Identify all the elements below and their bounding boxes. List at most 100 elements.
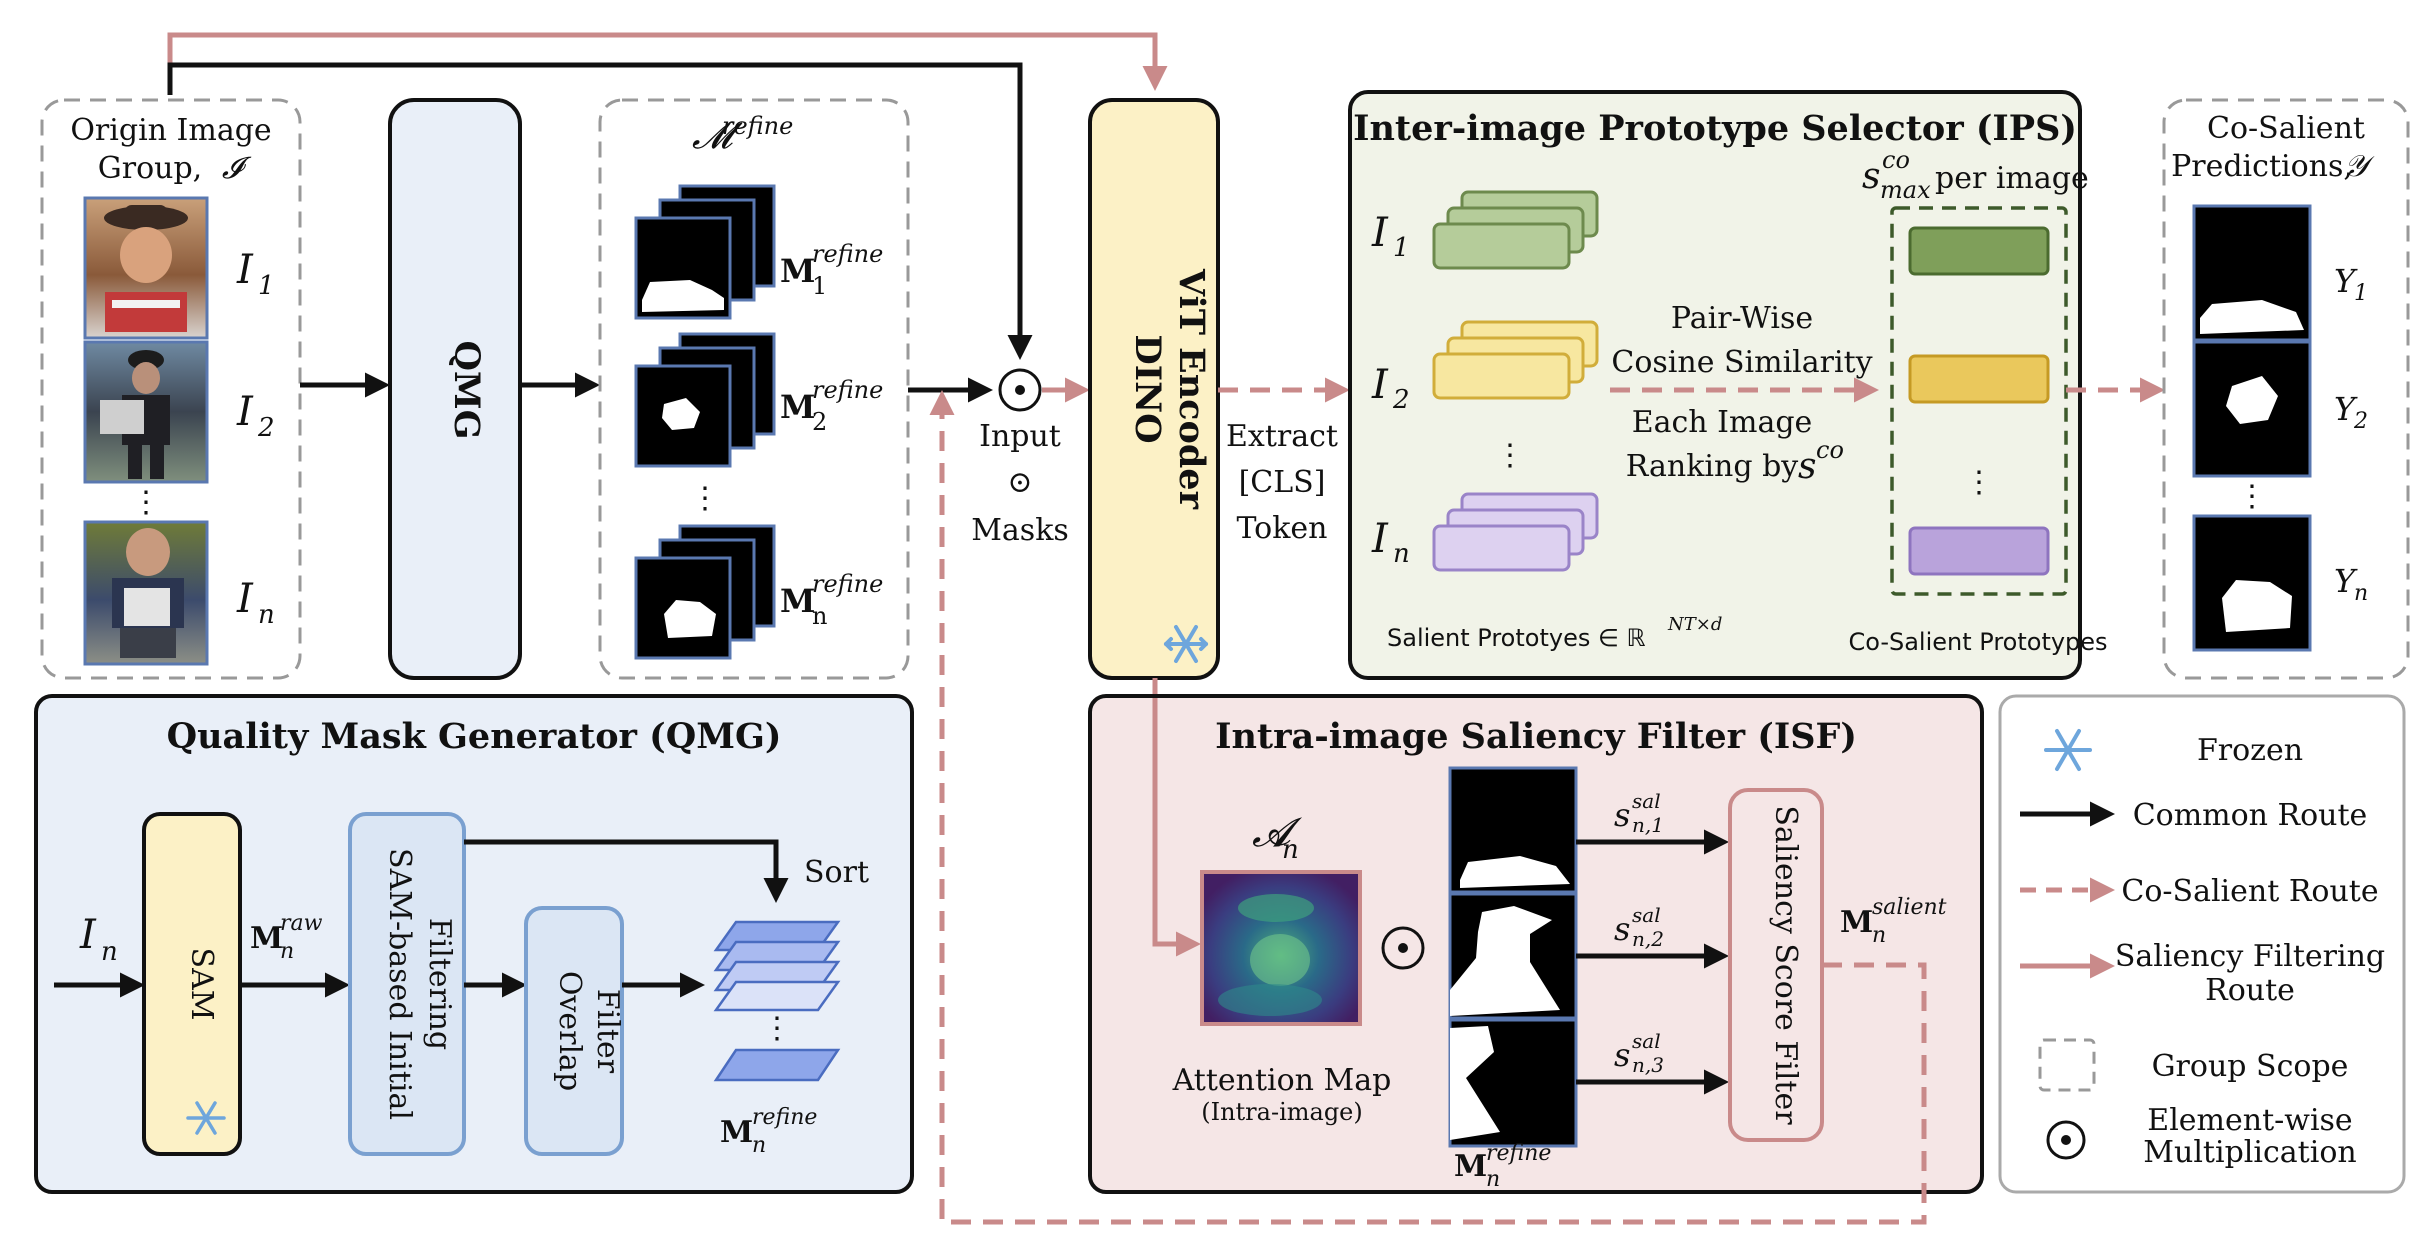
input-label: Input [979,419,1061,454]
svg-text:refine: refine [812,570,883,598]
refine-label-n: M refine n [780,570,883,630]
arrow-sort-route [464,839,789,903]
svg-text:Salient Prototyes ∈ ℝ: Salient Prototyes ∈ ℝ [1387,624,1646,652]
svg-text:n: n [1872,923,1886,948]
origin-label-1: I 1 [236,247,275,301]
svg-text:1: 1 [2354,281,2368,306]
svg-text:co: co [1882,146,1910,174]
salient-feedback-route [929,390,1927,1225]
svg-text:s: s [1614,1036,1630,1074]
svg-text:2: 2 [1392,385,1410,415]
svg-text:I: I [79,912,97,958]
svg-text:sal: sal [1632,789,1661,813]
sorted-mask-stack [713,920,841,1082]
qmg-output-label: M refine n [720,1105,817,1158]
isf-mask-2 [1448,892,1578,1020]
purple-prototype-stack [1432,492,1599,572]
svg-text:n: n [812,602,827,630]
svg-text:raw: raw [280,911,323,936]
svg-text:2: 2 [2353,409,2368,434]
prediction-mask-n [2192,514,2312,652]
svg-text:2: 2 [257,413,275,443]
sam-filter-line1: SAM-based Initial [382,848,417,1120]
prediction-label-n: Y n [2334,562,2368,606]
sam-snowflake-icon [186,1101,226,1135]
qmg-input-label: I n [79,912,118,967]
isf-mask-3 [1448,1018,1578,1148]
svg-text:Y: Y [2334,262,2358,300]
svg-text:M: M [1454,1149,1487,1184]
svg-text:I: I [1371,516,1389,562]
svg-text:M: M [1840,905,1873,940]
legend-frozen-icon [2044,729,2092,771]
mask-stack-1 [634,184,776,320]
svg-text:s: s [1862,156,1880,197]
legend-element-wise-line1: Element-wise [2147,1103,2352,1138]
extract-line2: [CLS] [1239,465,1326,500]
ranking-line2: Ranking by s co [1626,436,1844,487]
ips-label-2: I 2 [1371,362,1410,415]
origin-title-symbol: 𝓘 [222,151,252,186]
green-prototype-stack [1432,190,1599,270]
legend-saliency-route-line2: Route [2205,973,2295,1008]
isf-refine-label: M refine n [1454,1141,1551,1192]
svg-text:n: n [1486,1167,1500,1192]
sort-label: Sort [804,855,869,890]
smax-label: s co max per image [1862,146,2089,204]
salient-prototypes-label: Salient Prototyes ∈ ℝ NT×d [1387,614,1722,652]
legend-group-scope-icon [2038,1038,2096,1092]
legend-group-scope: Group Scope [2152,1049,2349,1084]
mask-stack-2 [634,332,776,468]
origin-dots: ⋮ [131,485,161,520]
svg-text:sal: sal [1632,903,1661,927]
origin-photo-2 [83,340,209,484]
svg-text:n: n [258,600,275,630]
predictions-title-line1: Co-Salient [2207,111,2365,146]
stack-dots: ⋮ [762,1011,792,1046]
svg-text:n: n [2354,581,2368,606]
svg-text:n,1: n,1 [1632,813,1664,837]
dino-line2: ViT Encoder [1171,268,1212,510]
predictions-group-scope [2162,98,2410,680]
snowflake-icon [1164,625,1208,663]
qmg-detail-title: Quality Mask Generator (QMG) [167,716,782,757]
refine-group-title: 𝓜 refine [692,112,793,157]
svg-text:2: 2 [812,408,827,436]
pairwise-line2: Cosine Similarity [1611,345,1872,380]
ssal-label-1: s sal n,1 [1614,789,1664,837]
ips-label-n: I n [1371,516,1410,569]
predictions-title-symbol: 𝒴 [2344,149,2375,184]
predictions-title-line2: Predictions, [2171,149,2353,184]
top-black-route [167,62,1033,360]
svg-text:n: n [280,939,294,964]
svg-text:1: 1 [812,272,827,300]
prediction-label-1: Y 1 [2334,262,2368,306]
legend-co-salient-route: Co-Salient Route [2121,874,2378,909]
svg-text:max: max [1880,176,1931,204]
ips-dots: ⋮ [1495,438,1525,473]
overlap-line2: Filter [590,989,625,1074]
attention-map-label: Attention Map [1172,1063,1392,1098]
legend-common-route: Common Route [2133,798,2368,833]
svg-text:sal: sal [1632,1029,1661,1053]
svg-text:Y: Y [2334,390,2358,428]
origin-label-n: I n [236,576,275,630]
salient-mask-label: M salient n [1840,895,1947,948]
svg-text:Ranking by: Ranking by [1626,449,1799,484]
origin-title-line1: Origin Image [70,113,271,148]
svg-text:I: I [1371,210,1389,256]
legend-element-wise-line2: Multiplication [2143,1135,2356,1170]
extract-line3: Token [1237,511,1328,546]
qmg-box-label: QMG [446,340,487,439]
svg-text:s: s [1614,796,1630,834]
origin-label-2: I 2 [236,389,275,443]
ssal-label-3: s sal n,3 [1614,1029,1664,1077]
svg-text:n: n [1282,835,1299,865]
ips-title: Inter-image Prototype Selector (IPS) [1353,108,2077,149]
svg-text:1: 1 [258,271,275,301]
origin-photo-n [83,520,209,666]
svg-text:refine: refine [812,240,883,268]
legend-saliency-route-line1: Saliency Filtering [2115,939,2385,974]
